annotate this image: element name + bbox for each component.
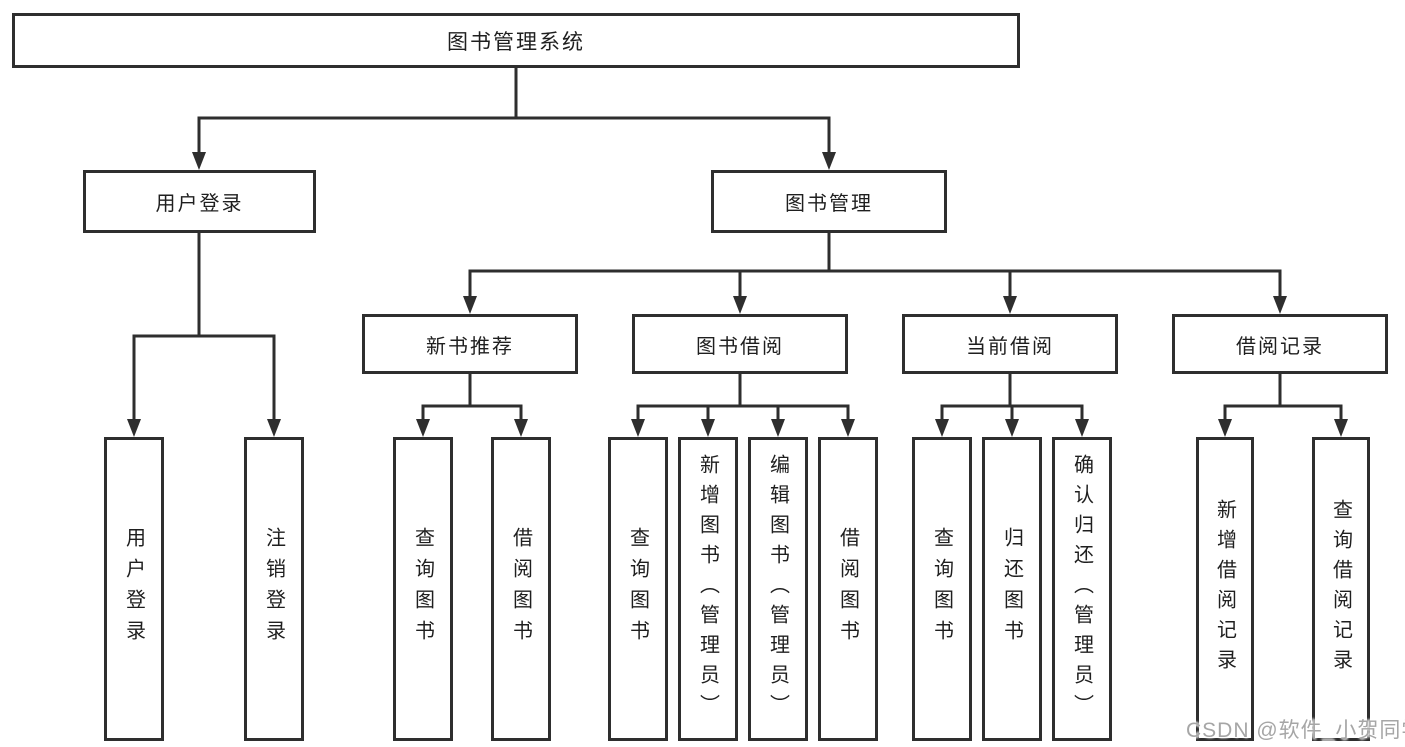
node-library-management-system: 图书管理系统 xyxy=(12,13,1020,68)
leaf-borrow-books-recommend: 借阅图书 xyxy=(491,437,551,741)
leaf-edit-books-admin: 编辑图书（管理员） xyxy=(748,437,808,741)
node-book-borrowing: 图书借阅 xyxy=(632,314,848,374)
connector-book-management-split xyxy=(463,233,1287,314)
connector-book-borrowing-split xyxy=(631,374,855,437)
leaf-query-books-recommend: 查询图书 xyxy=(393,437,453,741)
node-new-book-recommend: 新书推荐 xyxy=(362,314,578,374)
leaf-return-books: 归还图书 xyxy=(982,437,1042,741)
connector-borrowing-records-split xyxy=(1218,374,1348,437)
leaf-query-books-current: 查询图书 xyxy=(912,437,972,741)
connector-root-split xyxy=(192,68,836,170)
connector-user-login-split xyxy=(127,233,281,437)
leaf-query-books-borrowing: 查询图书 xyxy=(608,437,668,741)
leaf-query-borrow-record: 查询借阅记录 xyxy=(1312,437,1370,741)
connector-current-borrowing-split xyxy=(935,374,1089,437)
node-borrowing-records: 借阅记录 xyxy=(1172,314,1388,374)
leaf-user-login: 用户登录 xyxy=(104,437,164,741)
node-user-login: 用户登录 xyxy=(83,170,316,233)
node-book-management: 图书管理 xyxy=(711,170,947,233)
leaf-borrow-books-borrowing: 借阅图书 xyxy=(818,437,878,741)
leaf-confirm-return-admin: 确认归还（管理员） xyxy=(1052,437,1112,741)
leaf-logout-login: 注销登录 xyxy=(244,437,304,741)
leaf-add-borrow-record: 新增借阅记录 xyxy=(1196,437,1254,741)
csdn-watermark: CSDN @软件_小贺同学 xyxy=(1186,719,1405,742)
leaf-add-books-admin: 新增图书（管理员） xyxy=(678,437,738,741)
node-current-borrowing: 当前借阅 xyxy=(902,314,1118,374)
connector-new-book-recommend-split xyxy=(416,374,528,437)
